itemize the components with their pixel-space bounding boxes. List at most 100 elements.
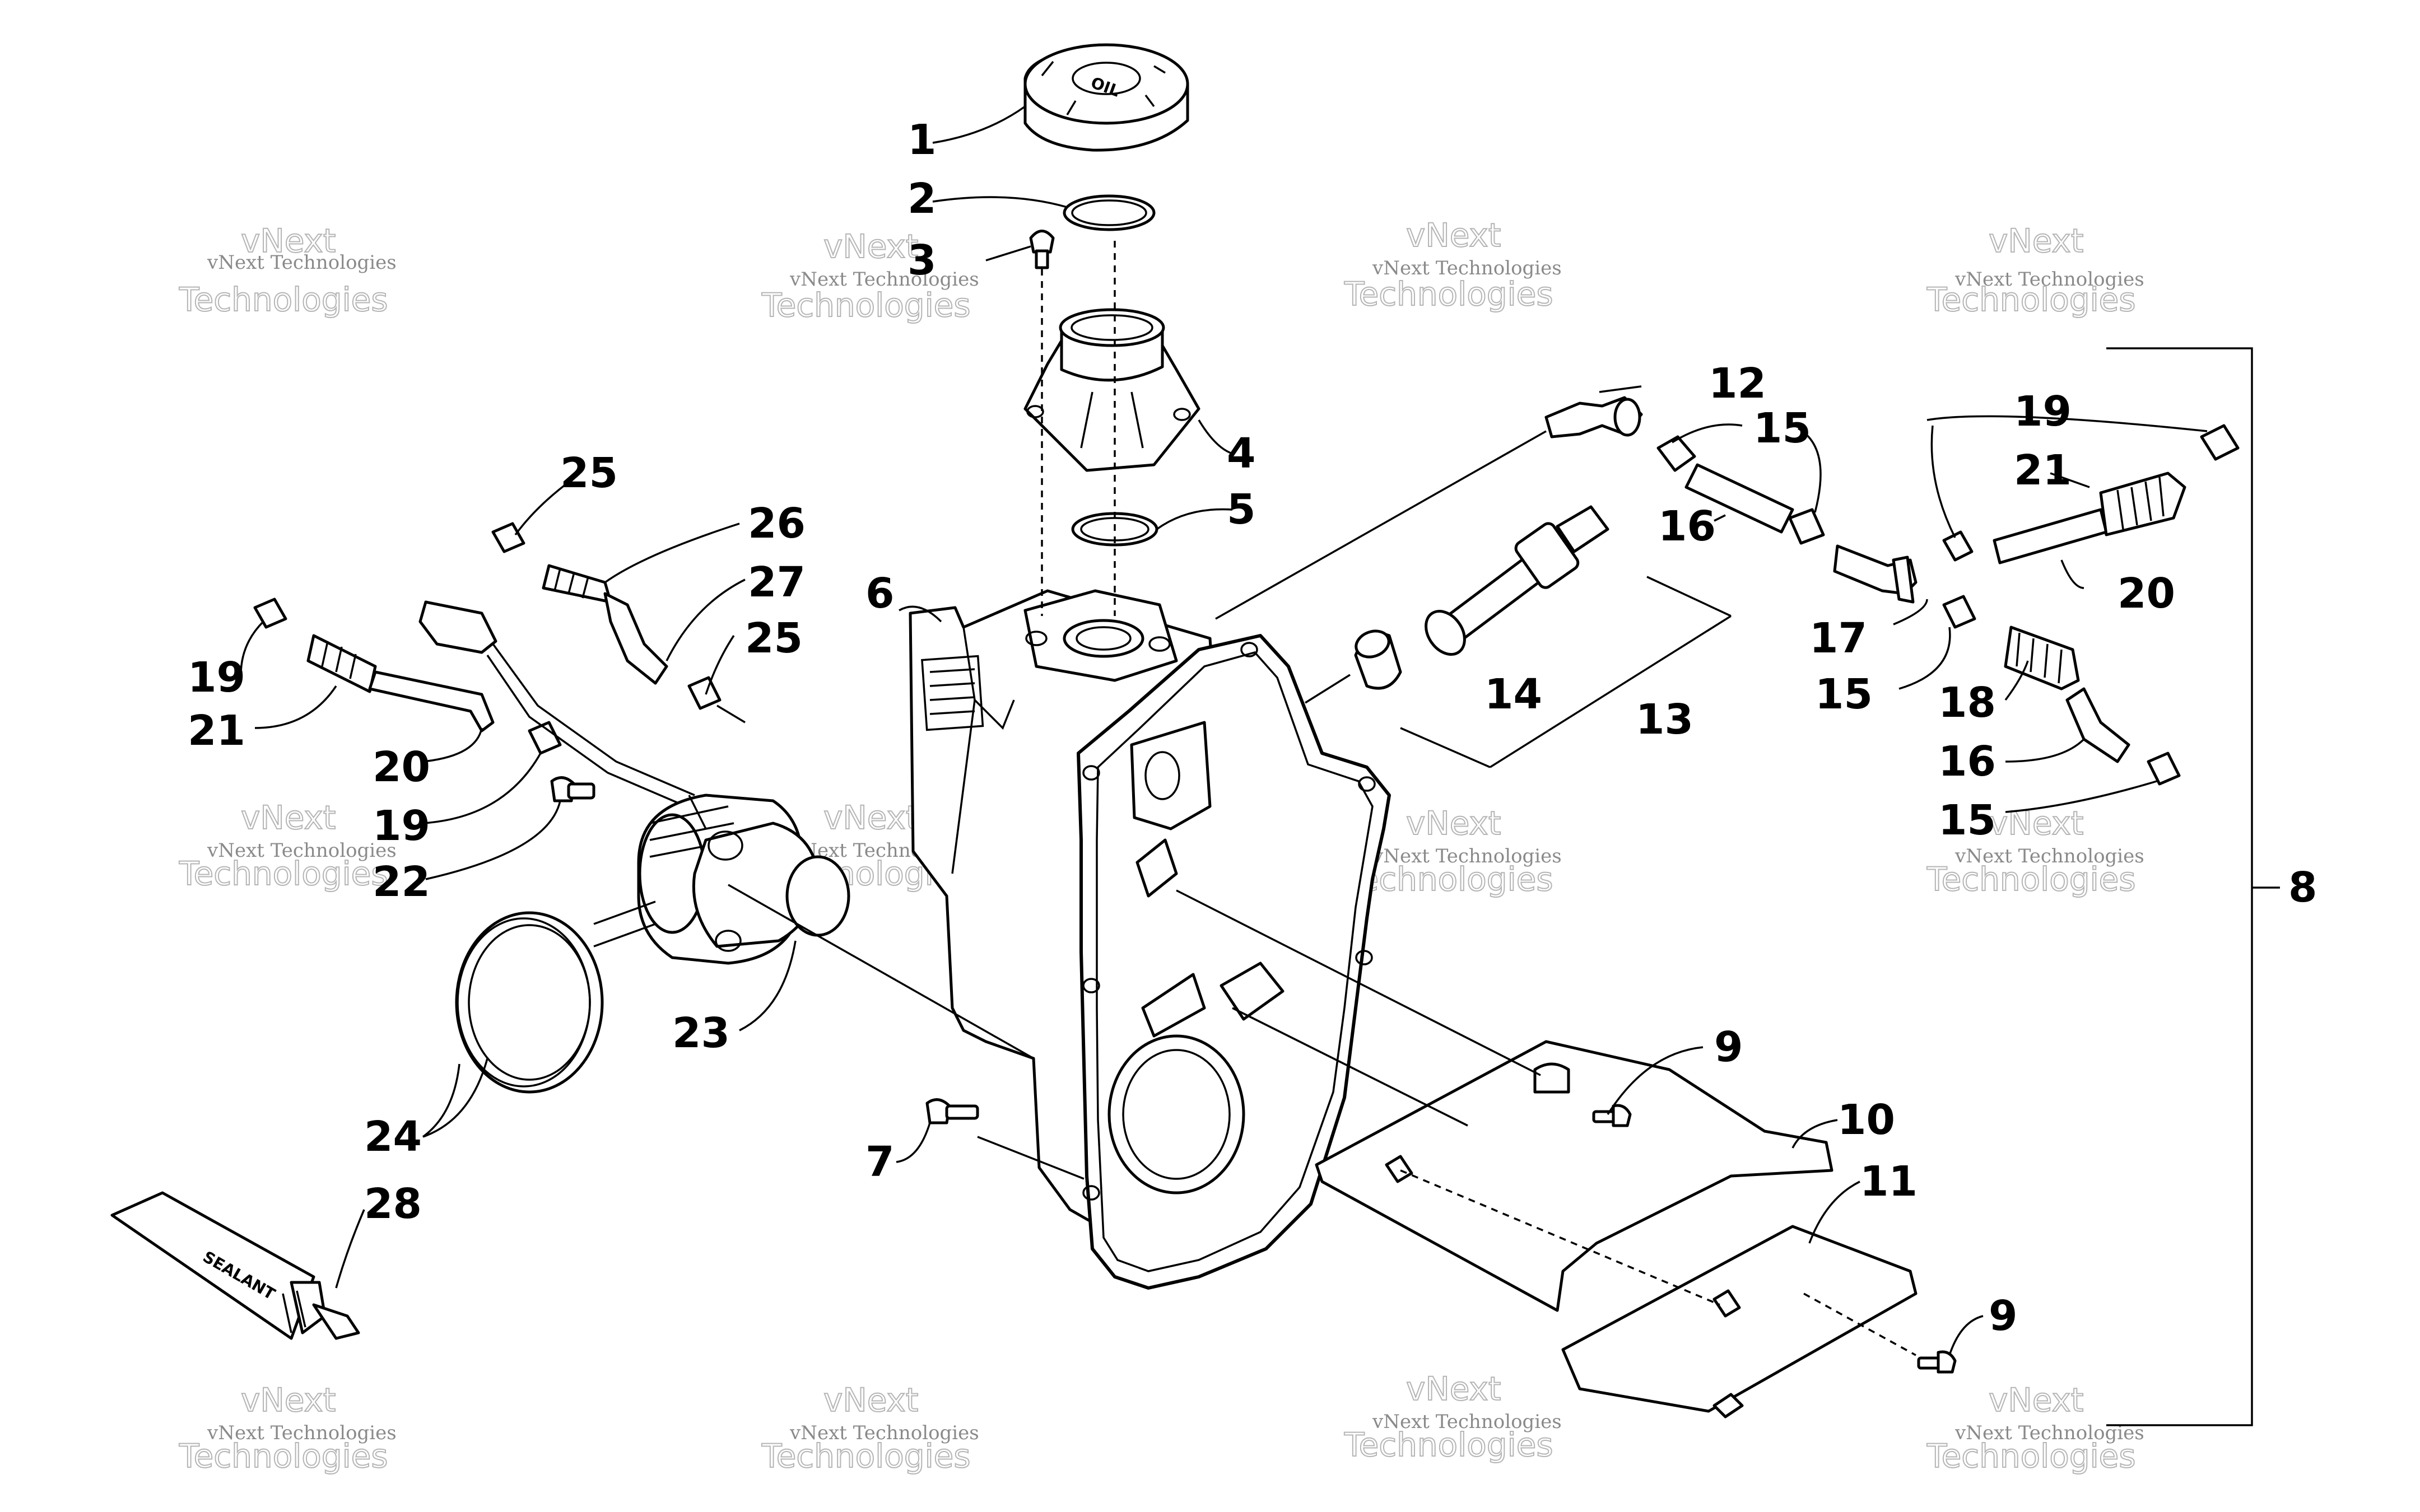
callout-3: 3 (908, 236, 937, 284)
leader-line (1176, 889, 1541, 1076)
watermark-text: vNext (1406, 1370, 1501, 1408)
watermark-text: Technologies (1926, 1437, 2136, 1475)
leader-line (1232, 1007, 1468, 1127)
leader-line (593, 900, 656, 925)
watermark-text: vNext Technologies (789, 1422, 979, 1444)
watermark-text: vNext Technologies (789, 268, 979, 291)
callout-6: 6 (865, 570, 895, 618)
watermark-text: vNext (1406, 216, 1501, 254)
hose-16-lower (2065, 687, 2130, 763)
callout-7: 7 (865, 1138, 895, 1186)
watermark-text: vNext Technologies (1954, 268, 2144, 291)
leader-line (1490, 615, 1732, 768)
hose-16-upper (1684, 463, 1794, 534)
callout-14: 14 (1484, 670, 1542, 718)
callout-24: 24 (364, 1113, 422, 1161)
callout-20: 20 (2118, 570, 2175, 618)
connector-plug (418, 600, 695, 808)
watermark-text: Technologies (1344, 860, 1553, 898)
watermark-text: vNext (1989, 1381, 2083, 1419)
watermark-text: vNext (823, 227, 918, 265)
watermark-text: vNext Technologies (207, 839, 397, 862)
sensor-grommet (1354, 629, 1402, 690)
callout-22: 22 (373, 858, 430, 906)
watermark-text: vNext Technologies (1372, 1411, 1562, 1433)
clamp-25-top (491, 522, 525, 553)
screw-9-bottom (1917, 1350, 1957, 1374)
callout-15: 15 (1753, 404, 1811, 452)
callout-16: 16 (1938, 738, 1996, 786)
watermark-text: Technologies (179, 1437, 388, 1475)
callout-1: 1 (908, 116, 937, 164)
watermark-text: Technologies (179, 855, 388, 893)
callout-15: 15 (1938, 796, 1996, 844)
pump-o-ring (455, 911, 604, 1094)
oil-tank (909, 589, 1391, 1290)
callout-9: 9 (1989, 1292, 2018, 1340)
callout-16: 16 (1658, 502, 1716, 550)
watermark-text: Technologies (179, 281, 388, 319)
cover-plate-11 (1561, 1225, 1918, 1418)
grommet-9-top (1533, 1062, 1570, 1094)
callout-23: 23 (672, 1009, 730, 1057)
watermark-text: vNext (1406, 804, 1501, 842)
leader-line (593, 923, 656, 948)
leader-line (1803, 1292, 1916, 1356)
callout-leaders (240, 105, 2208, 1356)
callout-19: 19 (188, 654, 245, 702)
screw-9-top (1592, 1104, 1632, 1127)
check-valve-21r (2099, 472, 2186, 536)
clamp-15b (1788, 508, 1825, 545)
oil-fill-cap: OIL (1023, 43, 1189, 152)
callout-21: 21 (2014, 446, 2072, 494)
leader-line (728, 884, 1034, 1060)
watermark-text: Technologies (1926, 860, 2136, 898)
clamp-19l-top (253, 598, 287, 629)
callout-13: 13 (1636, 696, 1693, 744)
leader-line (1400, 727, 1491, 768)
watermark-text: vNext (1989, 222, 2083, 260)
callout-11: 11 (1860, 1158, 1918, 1206)
callout-27: 27 (748, 558, 806, 606)
callout-26: 26 (748, 500, 806, 548)
leader-line (1305, 674, 1351, 704)
callout-5: 5 (1227, 486, 1256, 534)
callout-19: 19 (2014, 388, 2072, 436)
leader-line (1646, 576, 1732, 617)
watermark-text: vNext (241, 799, 336, 837)
callout-10: 10 (1837, 1096, 1895, 1144)
sealant-tube: SEALANT (110, 1191, 360, 1340)
watermark-text: vNext (1989, 804, 2083, 842)
callouts: 1 2 3 4 5 6 7 8 9 9 10 11 12 13 14 15 15… (188, 116, 2317, 1340)
oil-pump (637, 794, 850, 965)
watermark-text: vNext Technologies (1372, 257, 1562, 279)
watermark-text: vNext (823, 1381, 918, 1419)
watermark-text: Technologies (761, 1437, 971, 1475)
callout-18: 18 (1938, 679, 1996, 727)
callout-28: 28 (364, 1180, 422, 1228)
watermark-text: vNext (241, 1381, 336, 1419)
watermark-text: Technologies (1926, 281, 2136, 319)
clamp-19r (1942, 530, 1974, 562)
tee-17 (1833, 544, 1918, 604)
watermark-text: vNext (241, 222, 336, 260)
clamp-19r-top (2200, 424, 2240, 461)
callout-25: 25 (560, 449, 618, 497)
watermark-text: vNext Technologies (207, 1422, 397, 1444)
neck-screw (1029, 230, 1055, 269)
check-valve-21l (306, 634, 377, 693)
leader-line (1400, 1169, 1720, 1306)
clamp-25-bottom (687, 676, 722, 710)
callout-15: 15 (1815, 670, 1873, 718)
callout-4: 4 (1227, 430, 1256, 478)
clamp-15d (2147, 752, 2181, 786)
hose-20l (368, 670, 495, 732)
check-valve-26 (542, 564, 612, 604)
watermark-text: vNext (823, 799, 918, 837)
cap-o-ring (1063, 194, 1156, 231)
hose-27 (603, 592, 668, 685)
screw-7 (925, 1098, 979, 1124)
oil-level-sensor (1425, 505, 1609, 656)
clamp-15c (1942, 595, 1976, 629)
